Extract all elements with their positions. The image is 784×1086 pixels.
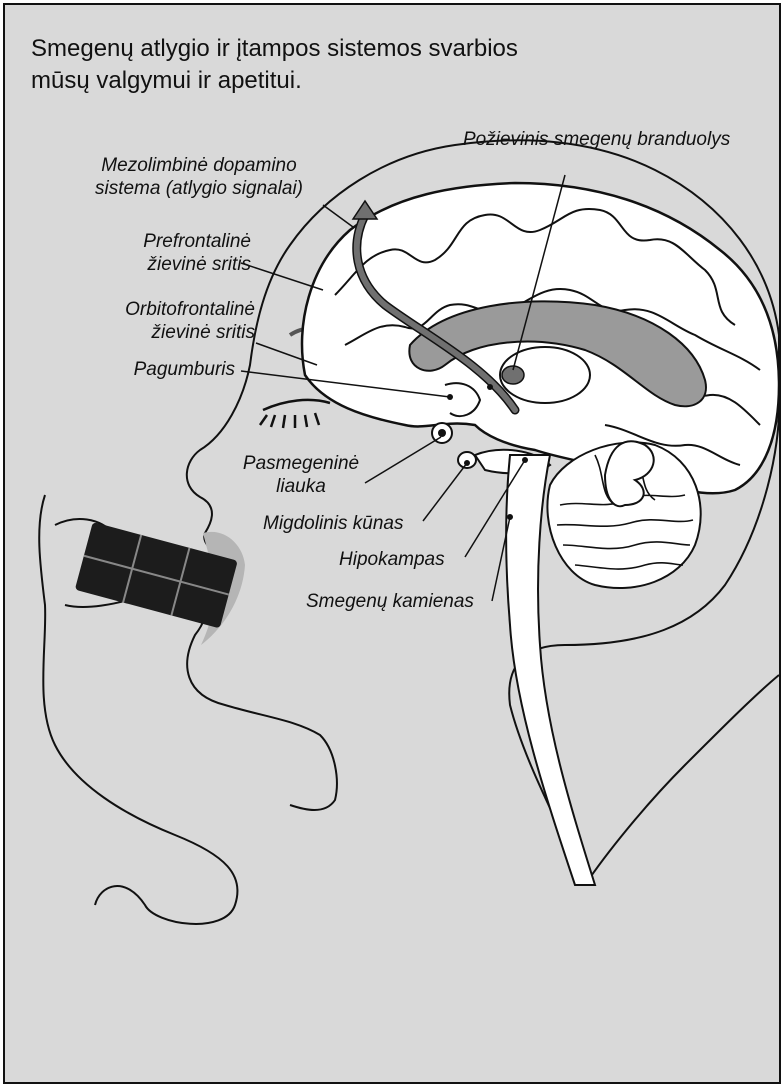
- dot-brainstem: [507, 514, 513, 520]
- diagram-frame: Smegenų atlygio ir įtampos sistemos svar…: [3, 3, 781, 1084]
- label-orbitofrontal-line-1: Orbitofrontalinė: [65, 298, 255, 321]
- label-mesolimbic-line-2: sistema (atlygio signalai): [69, 177, 329, 200]
- label-prefrontal-line-2: žievinė sritis: [65, 253, 251, 276]
- closed-eye: [260, 400, 330, 428]
- neck-outline: [585, 675, 779, 885]
- label-orbitofrontal-line-2: žievinė sritis: [65, 321, 255, 344]
- mesolimbic-arrowhead: [353, 201, 377, 219]
- dot-hypothalamus: [447, 394, 453, 400]
- label-pituitary-line-2: liauka: [231, 475, 371, 498]
- label-brainstem: Smegenų kamienas: [306, 590, 474, 613]
- leader-prefrontal: [241, 263, 323, 290]
- leader-pituitary: [365, 437, 441, 483]
- label-pituitary: Pasmegeninė liauka: [231, 452, 371, 498]
- leader-mesolimbic: [323, 205, 353, 227]
- label-mesolimbic: Mezolimbinė dopamino sistema (atlygio si…: [69, 154, 329, 200]
- label-hippocampus: Hipokampas: [339, 548, 445, 571]
- label-hypothalamus: Pagumburis: [65, 358, 235, 381]
- label-amygdala: Migdolinis kūnas: [263, 512, 403, 535]
- label-nucleus-accumbens: Požievinis smegenų branduolys: [463, 128, 730, 151]
- leader-amygdala: [423, 463, 467, 521]
- label-mesolimbic-line-1: Mezolimbinė dopamino: [69, 154, 329, 177]
- pituitary-core: [438, 429, 446, 437]
- dot-hippocampus: [522, 457, 528, 463]
- label-prefrontal: Prefrontalinė žievinė sritis: [65, 230, 251, 276]
- label-orbitofrontal: Orbitofrontalinė žievinė sritis: [65, 298, 255, 344]
- label-prefrontal-line-1: Prefrontalinė: [65, 230, 251, 253]
- dot-amygdala: [464, 460, 470, 466]
- label-pituitary-line-1: Pasmegeninė: [231, 452, 371, 475]
- dot-nucleus-accumbens: [487, 384, 493, 390]
